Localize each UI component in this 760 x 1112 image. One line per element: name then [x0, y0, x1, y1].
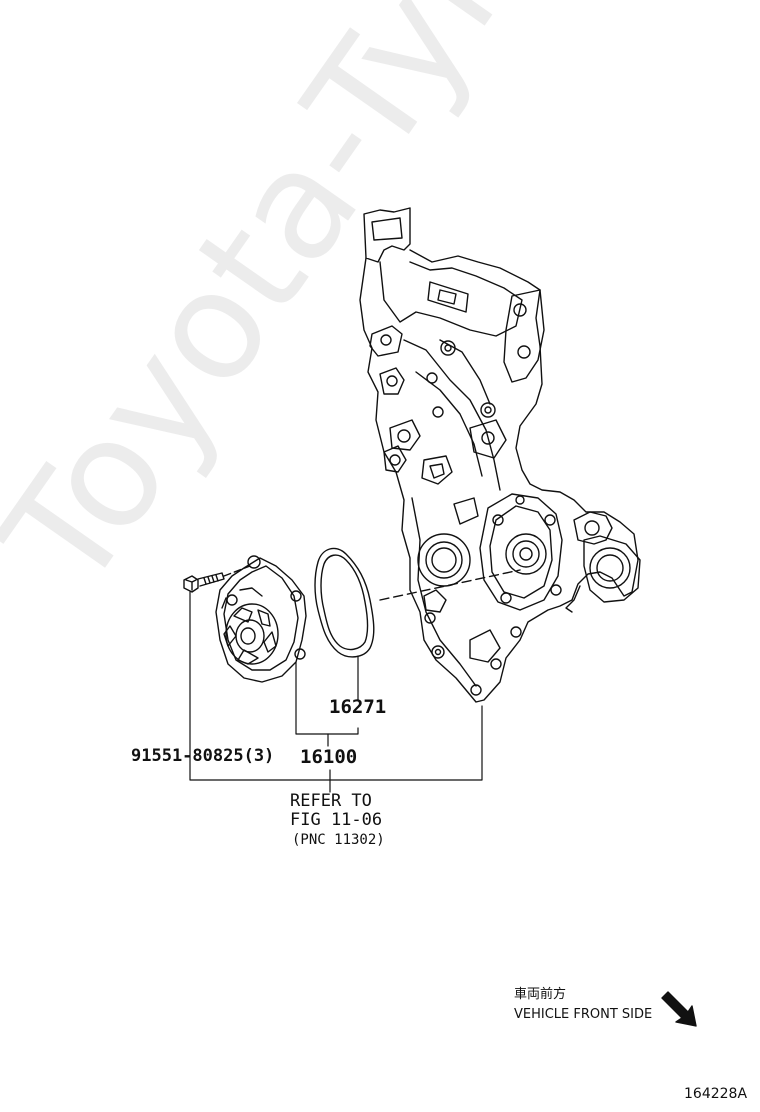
bolt-part[interactable] — [183, 572, 225, 593]
vehicle-front-label-jp: 車両前方 — [514, 987, 567, 1002]
leader-lines — [189, 591, 483, 793]
timing-chain-cover[interactable] — [359, 207, 641, 703]
pump-alignment-line — [379, 569, 521, 601]
reference-line-3: (PNC 11302) — [292, 832, 385, 848]
reference-line-1: REFER TO — [290, 791, 372, 811]
vehicle-front-arrow-icon — [661, 991, 697, 1027]
diagram-id: 164228A — [684, 1086, 748, 1102]
water-pump-assembly[interactable] — [215, 555, 307, 683]
bolt-alignment-line — [223, 565, 251, 577]
callout-bolt-91551[interactable]: 91551-80825(3) — [131, 746, 275, 766]
water-pump-gasket[interactable] — [314, 547, 375, 658]
reference-line-2[interactable]: FIG 11-06 — [290, 810, 383, 830]
callout-gasket-16271[interactable]: 16271 — [329, 696, 387, 718]
callout-water-pump-16100[interactable]: 16100 — [300, 746, 358, 768]
vehicle-front-label-en: VEHICLE FRONT SIDE — [514, 1007, 653, 1022]
